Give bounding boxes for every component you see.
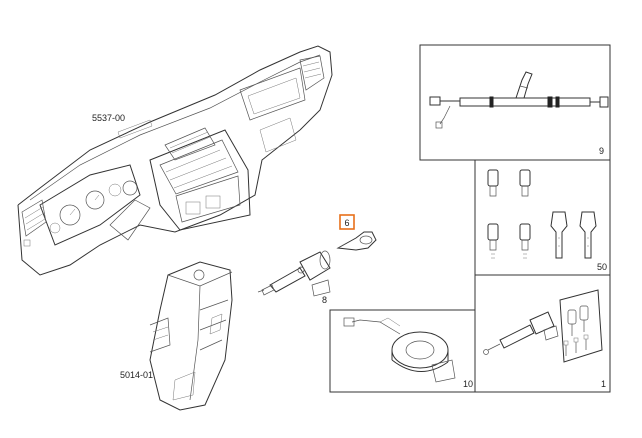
pedestal-assembly[interactable] xyxy=(149,261,233,411)
dashboard-assembly[interactable] xyxy=(17,45,333,276)
clockspring-panel xyxy=(329,309,476,393)
pedestal-label: 5014-01 xyxy=(120,370,153,380)
spare-keys[interactable] xyxy=(550,211,597,259)
wiring-harness[interactable] xyxy=(429,71,609,129)
lock-set[interactable] xyxy=(483,289,603,363)
lock-set-panel-label: 1 xyxy=(601,379,606,389)
indicator-bulbs[interactable] xyxy=(487,169,531,259)
ignition-lock-cylinder[interactable] xyxy=(257,250,331,297)
key-highlight-label: 6 xyxy=(344,218,349,228)
lock-set-panel xyxy=(474,274,611,393)
dashboard-label: 5537-00 xyxy=(92,113,125,123)
ignition-lock-label: 8 xyxy=(322,295,327,305)
key-highlight-box[interactable] xyxy=(339,214,355,230)
harness-panel-label: 9 xyxy=(599,146,604,156)
harness-panel xyxy=(419,44,611,161)
bulbs-keys-panel-label: 50 xyxy=(597,262,607,272)
clockspring[interactable] xyxy=(343,317,456,383)
clockspring-panel-label: 10 xyxy=(463,379,473,389)
ignition-key[interactable] xyxy=(336,231,377,251)
